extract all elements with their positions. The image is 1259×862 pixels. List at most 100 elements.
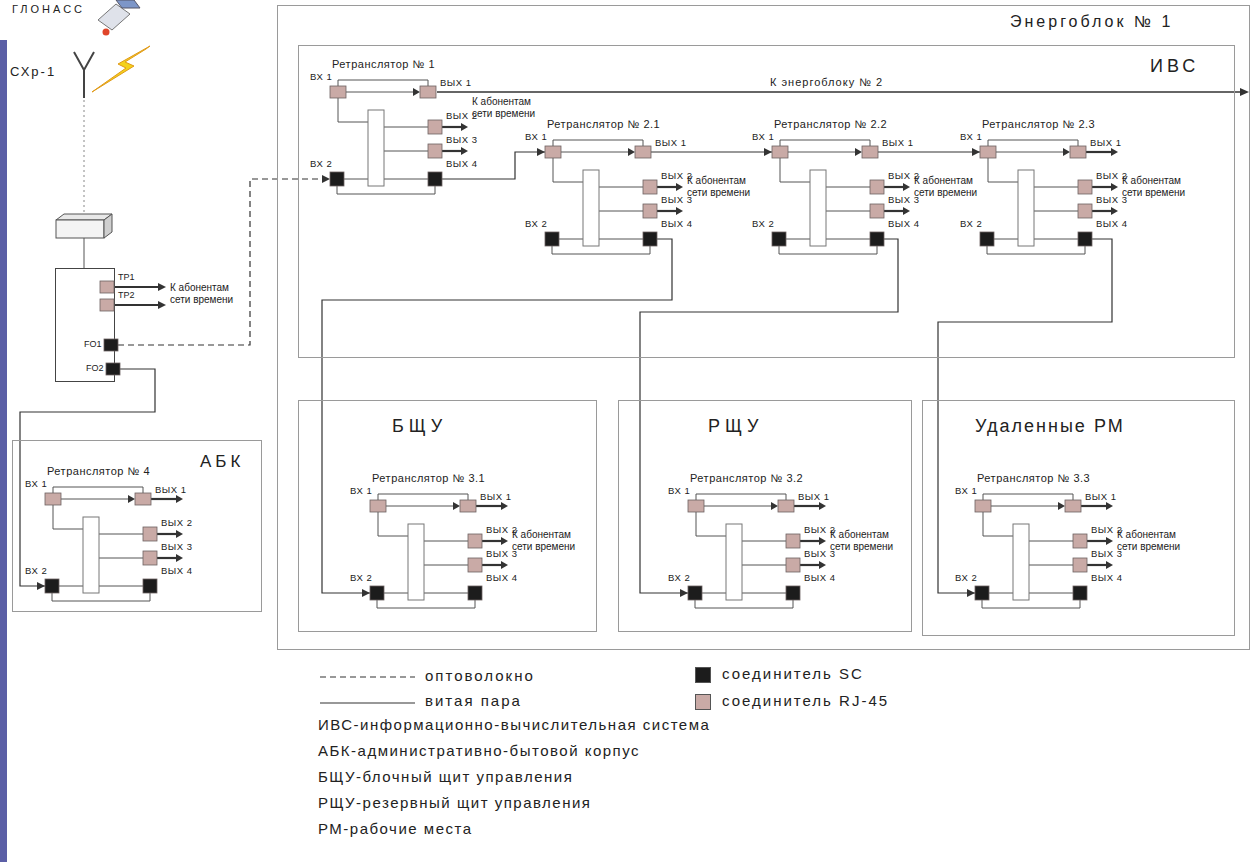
wire — [99, 558, 143, 559]
arrow-head — [1106, 537, 1113, 545]
port-label: ВХ 1 — [310, 71, 332, 82]
wire — [599, 211, 643, 212]
arrow-head — [461, 147, 468, 155]
output-arrow — [794, 505, 820, 507]
repeater-unit: Ретранслятор № 2.2ВХ 1ВЫХ 1ВЫХ 2ВЫХ 3ВХ … — [752, 118, 926, 258]
arrow-head — [501, 561, 508, 569]
port-label: ВХ 1 — [752, 131, 774, 142]
area-title: Удаленные РМ — [975, 416, 1125, 438]
switch-block — [368, 110, 384, 186]
wire — [1029, 565, 1073, 566]
repeater-unit: Ретранслятор № 1ВХ 1ВЫХ 1ВЫХ 2ВЫХ 3ВХ 2В… — [310, 58, 484, 198]
port-connector — [980, 146, 996, 158]
port-connector — [1073, 534, 1087, 548]
port-connector — [1073, 586, 1087, 600]
switch-block — [583, 170, 599, 246]
legend-line-sample — [320, 676, 415, 677]
port-label: ВХ 1 — [955, 485, 977, 496]
abbreviation-note: РЩУ-резервный щит управления — [318, 794, 592, 812]
wire — [553, 140, 643, 146]
port-connector — [772, 146, 788, 158]
wire — [826, 239, 870, 240]
output-arrow — [657, 210, 677, 212]
note-label: К абонентам сети времени — [1122, 175, 1194, 199]
wire — [983, 512, 1013, 536]
area-title: АБК — [200, 452, 244, 472]
repeater-title: Ретранслятор № 3.1 — [372, 472, 485, 485]
repeater-unit: Ретранслятор № 3.1ВХ 1ВЫХ 1ВЫХ 2ВЫХ 3ВХ … — [350, 472, 524, 612]
port-connector — [330, 86, 346, 98]
port-connector — [870, 180, 884, 194]
area-frame: РЩУРетранслятор № 3.2ВХ 1ВЫХ 1ВЫХ 2ВЫХ 3… — [618, 400, 912, 632]
wire — [53, 505, 83, 529]
arrow-head — [903, 207, 910, 215]
arrow-head — [1058, 502, 1065, 510]
port-connector — [420, 86, 436, 98]
switch-block — [1013, 524, 1029, 600]
wire — [599, 239, 643, 240]
port-label: FO2 — [86, 363, 104, 374]
wire — [386, 506, 453, 507]
wire — [695, 600, 793, 608]
area-frame: ИВСРетранслятор № 1ВХ 1ВЫХ 1ВЫХ 2ВЫХ 3ВХ… — [298, 45, 1235, 358]
arrow-head — [855, 148, 862, 156]
port-connector — [975, 586, 989, 600]
output-arrow — [1092, 186, 1112, 188]
port-connector — [106, 363, 120, 375]
port-label: ВЫХ 1 — [1085, 491, 1117, 502]
receiver-link — [84, 238, 85, 268]
port-label: ВХ 1 — [960, 131, 982, 142]
output-arrow — [476, 505, 502, 507]
wire — [994, 239, 1018, 240]
wire — [1034, 187, 1078, 188]
switch-block — [1018, 170, 1034, 246]
output-arrow — [1092, 210, 1112, 212]
area-title: РЩУ — [708, 416, 763, 438]
output-arrow — [482, 564, 502, 566]
port-label: ВЫХ 4 — [1091, 572, 1123, 583]
note-label: СХр-1 — [10, 64, 56, 80]
port-label: ВЫХ 4 — [1096, 218, 1128, 229]
connector — [322, 239, 672, 593]
port-label: ВХ 2 — [25, 565, 47, 576]
wire — [991, 506, 1058, 507]
wire — [424, 565, 468, 566]
port-label: ТР1 — [118, 272, 135, 283]
output-arrow — [800, 540, 820, 542]
port-label: ВЫХ 3 — [446, 134, 478, 145]
wire — [826, 211, 870, 212]
switch-block — [810, 170, 826, 246]
port-connector — [45, 579, 59, 593]
port-connector — [104, 339, 118, 351]
arrow-head — [1111, 207, 1118, 215]
port-connector — [643, 232, 657, 246]
arrow-head — [676, 207, 683, 215]
port-connector — [370, 500, 386, 512]
port-connector — [786, 586, 800, 600]
port-label: ВЫХ 1 — [155, 484, 187, 495]
wire — [742, 541, 786, 542]
port-label: ВЫХ 1 — [798, 491, 830, 502]
arrow-head — [1106, 561, 1113, 569]
arrow-head — [1111, 183, 1118, 191]
port-label: ВХ 2 — [752, 218, 774, 229]
note-label: К абонентам сети времени — [1117, 529, 1189, 553]
port-connector — [870, 204, 884, 218]
abbreviation-note: БЩУ-блочный щит управления — [318, 768, 573, 786]
arrow-head — [413, 88, 420, 96]
wire — [344, 179, 368, 180]
area-frame: АБКРетранслятор № 4ВХ 1ВЫХ 1ВЫХ 2ВЫХ 3ВХ… — [12, 440, 262, 612]
port-connector — [135, 493, 151, 505]
wire — [982, 600, 1080, 608]
wire — [378, 494, 468, 500]
port-label: ВХ 2 — [955, 572, 977, 583]
wire — [599, 187, 643, 188]
output-arrow — [1087, 540, 1107, 542]
arrow-head — [501, 537, 508, 545]
legend-swatch — [695, 667, 711, 683]
wire — [780, 140, 870, 146]
legend-text: витая пара — [425, 692, 522, 710]
note-label: К абонентам сети времени — [687, 175, 759, 199]
arrow-head — [158, 283, 166, 291]
port-connector — [428, 120, 442, 134]
